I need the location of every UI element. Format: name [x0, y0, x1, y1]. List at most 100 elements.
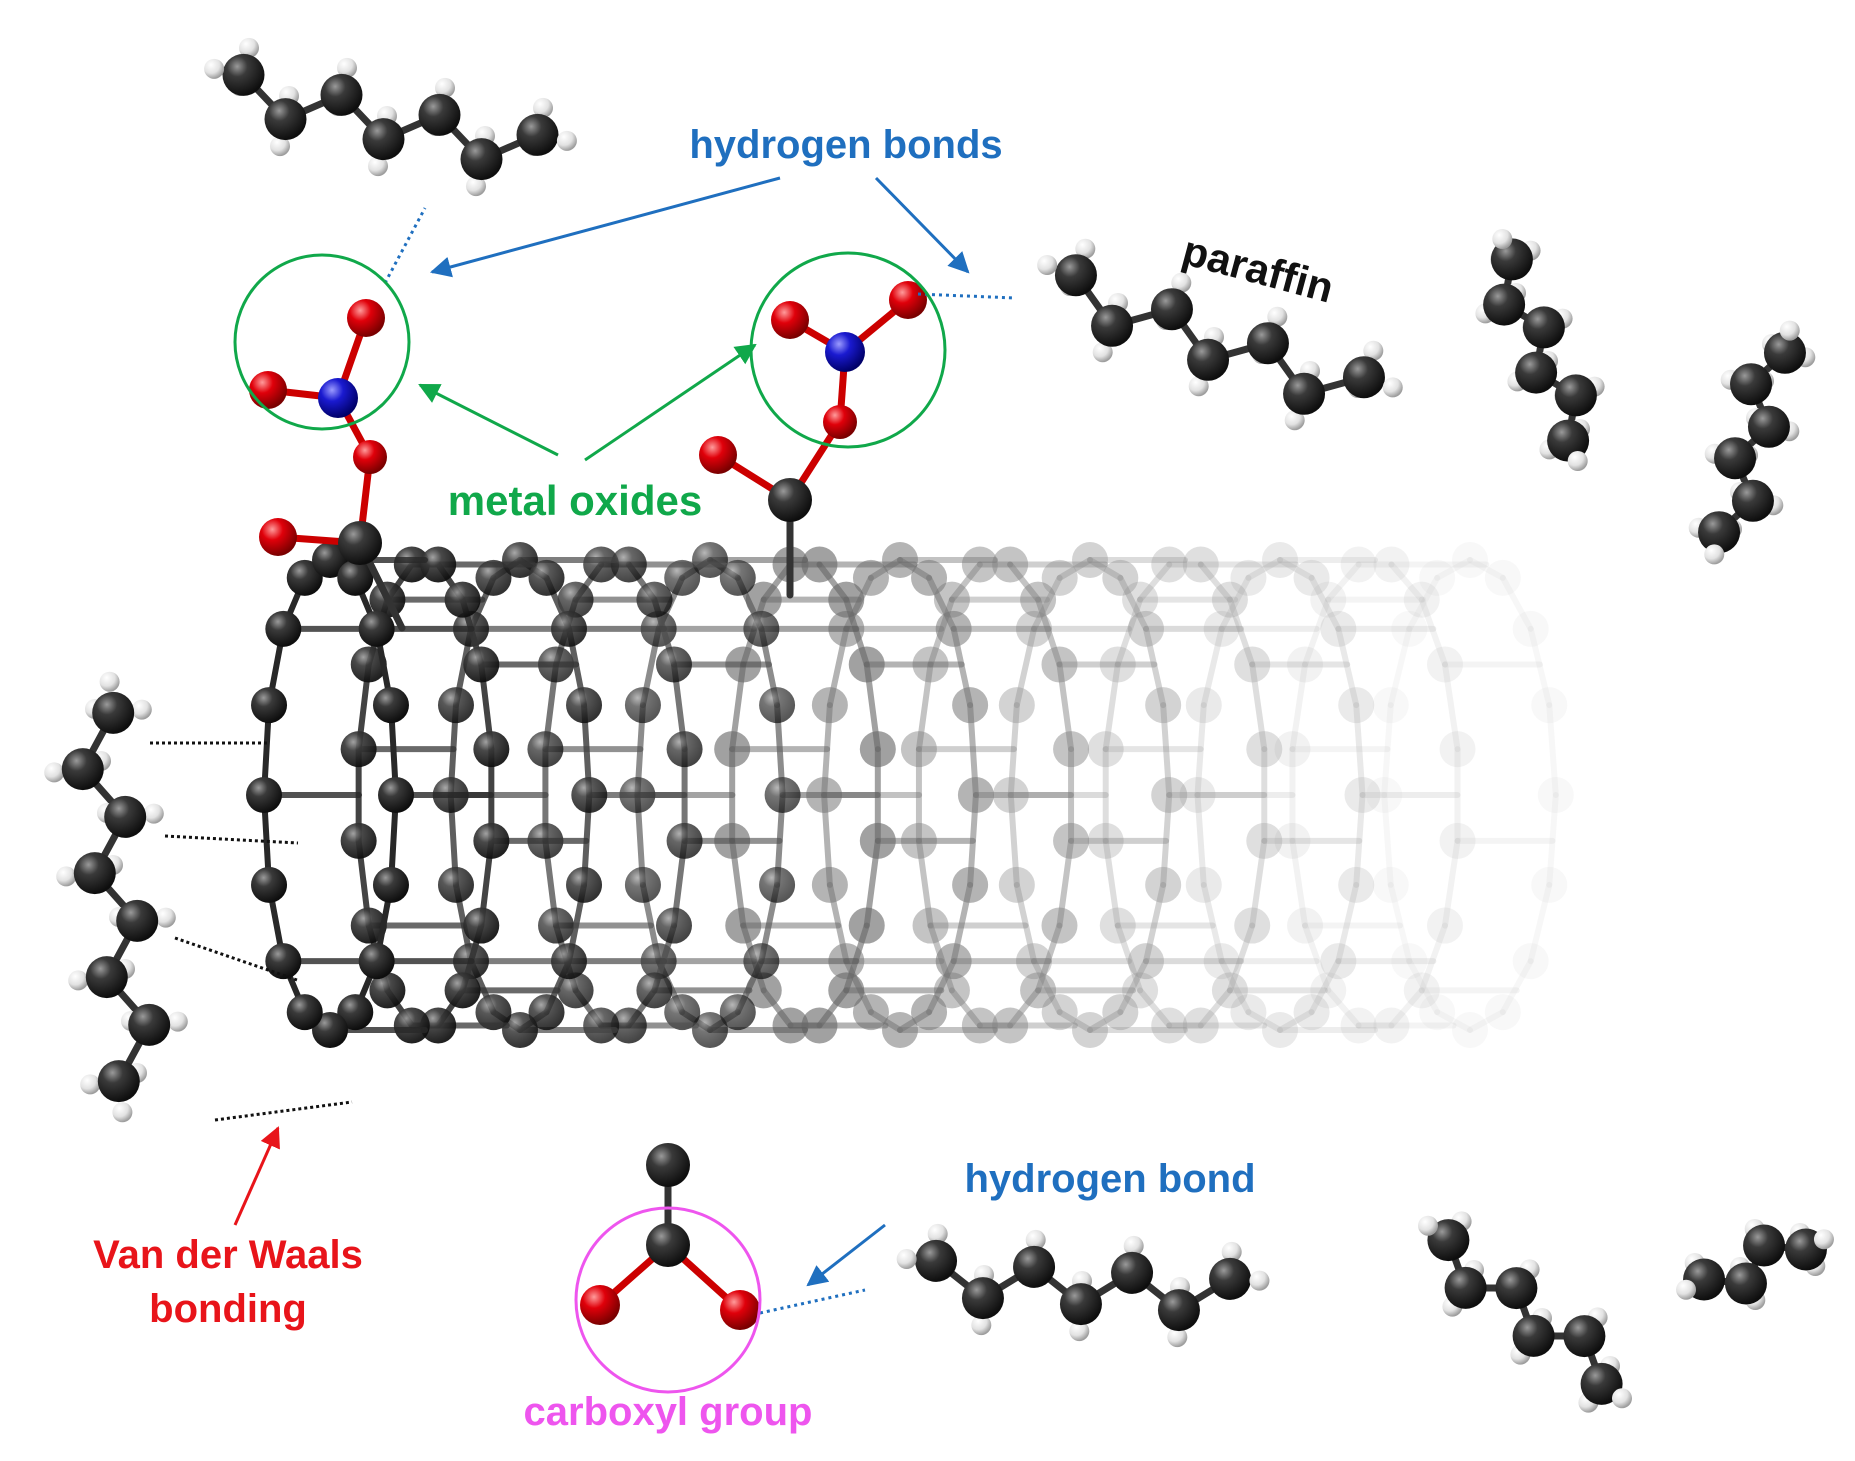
- carbon-atom: [104, 795, 147, 838]
- nanotube-carbon-atom: [1320, 943, 1357, 980]
- hydrogen-atom: [270, 136, 290, 157]
- nanotube-bond: [1226, 596, 1256, 668]
- carbon-atom: [1515, 351, 1558, 394]
- nanotube-carbon-atom: [372, 687, 409, 724]
- carbon-atom: [1554, 374, 1597, 417]
- nanotube-bond: [1197, 987, 1233, 1029]
- nanotube-bond: [1353, 702, 1366, 798]
- nanotube-bond: [1499, 958, 1534, 1016]
- nanotube-carbon-atom: [828, 972, 865, 1009]
- nanotube-bond: [1302, 596, 1332, 668]
- nanotube-carbon-atom: [859, 731, 896, 768]
- nanotube-bond: [1117, 574, 1150, 632]
- nanotube-bond: [1249, 837, 1268, 929]
- nanotube-carbon-atom: [1403, 581, 1440, 618]
- carbon-atom: [1342, 356, 1385, 399]
- hydrogen-atom: [68, 970, 89, 991]
- nanotube-carbon-atom: [725, 907, 762, 944]
- carbon-atom: [1763, 331, 1806, 374]
- nanotube-carbon-atom: [1246, 731, 1283, 768]
- carbon-atom: [116, 899, 159, 942]
- hydrogen-atom: [1188, 376, 1209, 397]
- hydrogen-atom: [1284, 410, 1305, 431]
- hydrogen-atom: [204, 58, 225, 79]
- nanotube-carbon-atom: [1419, 559, 1456, 596]
- nanotube-bond: [1387, 625, 1413, 709]
- nanotube-carbon-atom: [957, 777, 994, 813]
- nanotube-carbon-atom: [1484, 559, 1521, 596]
- nanotube-carbon-atom: [583, 546, 620, 583]
- hydrogen-atom: [56, 866, 77, 887]
- nanotube-carbon-atom: [473, 822, 510, 859]
- carbon-atom: [1013, 1245, 1056, 1288]
- nanotube-carbon-atom: [1185, 866, 1222, 903]
- nanotube-carbon-atom: [1234, 907, 1271, 944]
- nanotube-bond: [1277, 1009, 1315, 1033]
- nanotube-carbon-atom: [664, 559, 701, 596]
- nanotube-carbon-atom: [1203, 610, 1240, 647]
- hydrogen-atom: [368, 156, 388, 177]
- nanotube-carbon-atom: [1041, 646, 1078, 683]
- nanotube-bond: [1353, 792, 1366, 888]
- nanotube-bond: [1194, 702, 1207, 798]
- nanotube-carbon-atom: [1087, 822, 1124, 859]
- nanotube-carbon-atom: [1151, 546, 1188, 583]
- nanotube-carbon-atom: [1426, 907, 1463, 944]
- nanotube-carbon-atom: [610, 546, 647, 583]
- nanotube-carbon-atom: [801, 546, 838, 583]
- carbon-atom: [1522, 306, 1565, 349]
- nanotube-carbon-atom: [437, 687, 474, 724]
- nanotube-carbon-atom: [251, 687, 288, 724]
- hydrogen-atom: [1382, 377, 1403, 398]
- nanotube-carbon-atom: [1372, 866, 1409, 903]
- nanotube-bond: [1245, 557, 1283, 581]
- nanotube-carbon-atom: [1041, 994, 1078, 1031]
- nanotube-carbon-atom: [961, 546, 998, 583]
- carbon-atom: [1747, 405, 1790, 448]
- nanotube-carbon-atom: [286, 559, 323, 596]
- carbon-atom: [92, 691, 135, 734]
- nanotube-bond: [1218, 958, 1252, 1016]
- hydrogen-atom: [1779, 320, 1800, 341]
- nanotube-carbon-atom: [610, 1007, 647, 1044]
- nanotube-bond: [1527, 625, 1553, 709]
- nitrate-highlight-circle-left: [233, 253, 411, 431]
- carbon-atom: [418, 93, 461, 136]
- hydrogen-atom: [1249, 1270, 1270, 1291]
- nanotube-carbon-atom: [911, 994, 948, 1031]
- hydrogen-atom: [1167, 1327, 1188, 1348]
- nanotube-bond: [1143, 881, 1167, 965]
- nanotube-bond: [1200, 625, 1225, 709]
- nanotube-bond: [915, 837, 934, 929]
- hydrogen-atom: [1037, 255, 1058, 275]
- carbon-atom: [1483, 283, 1526, 326]
- nanotube-carbon-atom: [655, 646, 692, 683]
- nanotube-carbon-atom: [1366, 777, 1403, 813]
- nanotube-carbon-atom: [358, 943, 395, 980]
- carbon-atom: [320, 73, 363, 116]
- nanotube-bond: [1434, 1009, 1473, 1033]
- hydrogen-atom: [533, 97, 553, 118]
- hydrogen-bond-label: hydrogen bond: [964, 1157, 1255, 1201]
- hydrogen-atom: [896, 1249, 917, 1270]
- nanotube-carbon-atom: [1439, 731, 1476, 768]
- nanotube-carbon-atom: [1053, 822, 1090, 859]
- nanotube-carbon-atom: [1041, 559, 1078, 596]
- metal-oxides-label: metal oxides: [448, 477, 702, 524]
- nanotube-bond: [1117, 958, 1150, 1016]
- nanotube-bond: [1007, 561, 1042, 603]
- carbon-atom: [1698, 511, 1741, 554]
- nanotube-bond: [1381, 702, 1394, 798]
- nanotube-carbon-atom: [911, 559, 948, 596]
- nanotube-bond: [1087, 557, 1124, 581]
- nanotube-carbon-atom: [312, 1012, 348, 1048]
- nanotube-carbon-atom: [528, 994, 565, 1031]
- nanotube-carbon-atom: [571, 777, 608, 813]
- nanotube-carbon-atom: [1145, 687, 1182, 724]
- oxygen-atom: [353, 440, 387, 474]
- carbon-atom: [264, 98, 307, 141]
- nanotube-bond: [1434, 557, 1473, 581]
- nanotube-carbon-atom: [882, 1012, 918, 1048]
- nanotube-bond: [1289, 661, 1309, 753]
- nanotube-bond: [1194, 792, 1207, 888]
